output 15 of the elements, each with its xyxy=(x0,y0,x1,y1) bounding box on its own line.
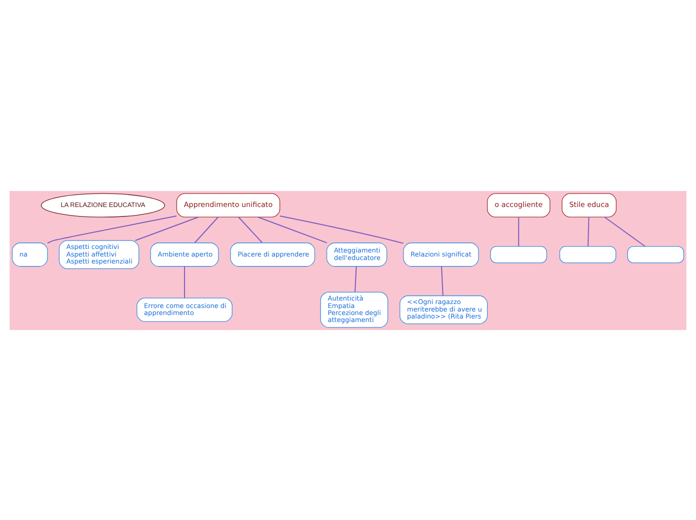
connector xyxy=(588,216,590,246)
connector xyxy=(47,215,177,244)
connector xyxy=(604,216,646,246)
connector xyxy=(238,216,263,243)
node-box xyxy=(490,246,548,263)
connector xyxy=(194,216,219,243)
connector xyxy=(258,216,328,243)
connector xyxy=(518,216,520,246)
node-box xyxy=(627,246,684,263)
connector xyxy=(184,265,186,298)
node-box xyxy=(559,246,616,263)
connector xyxy=(134,216,199,241)
connector xyxy=(441,265,444,296)
connector xyxy=(354,265,357,292)
connector xyxy=(279,215,404,244)
